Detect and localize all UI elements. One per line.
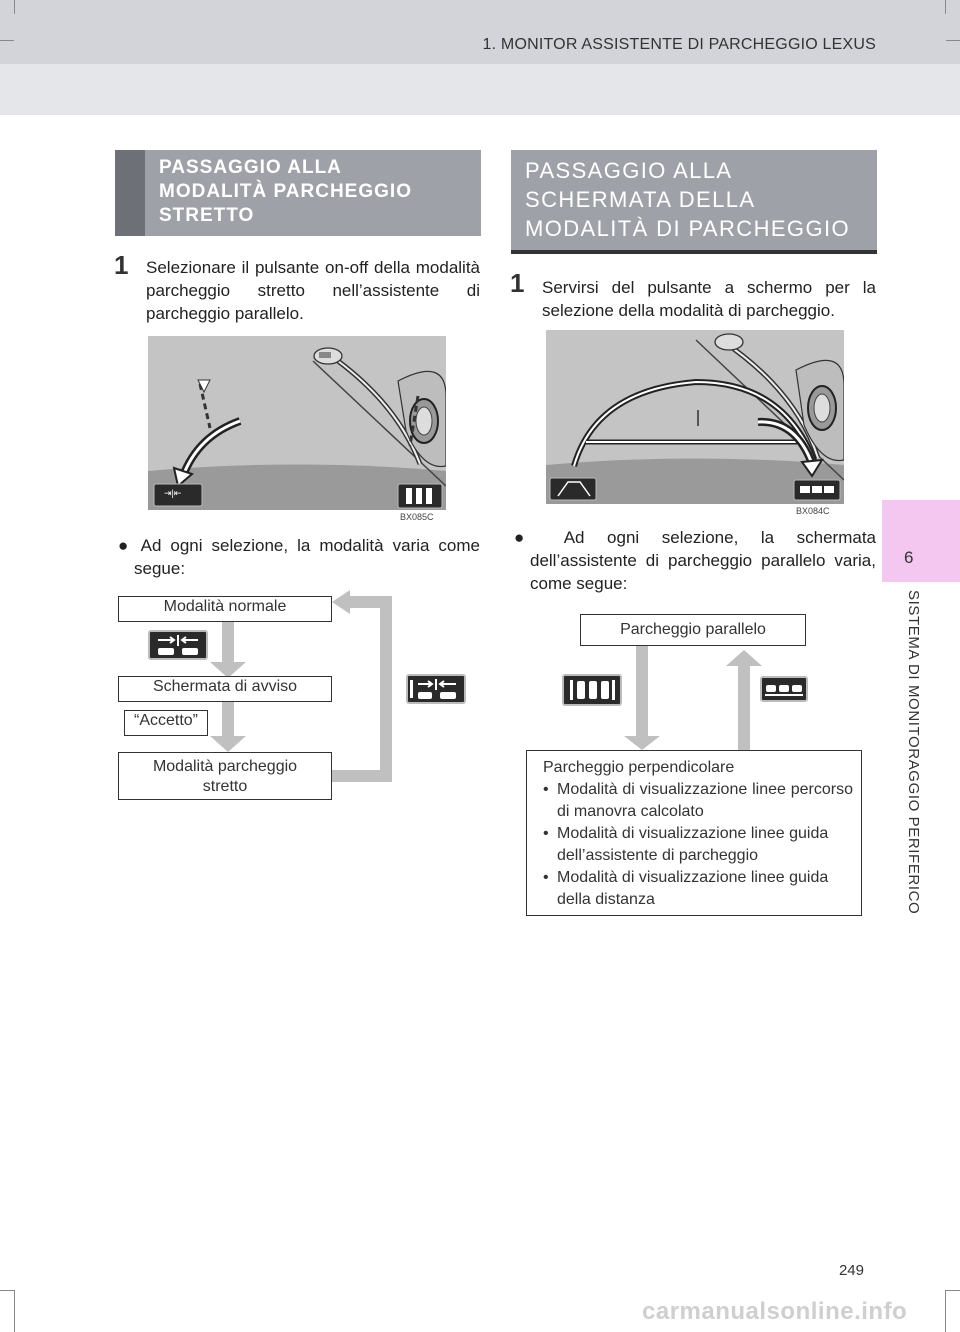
right-image-code: BX084C [796,506,830,516]
flow-box-parallel: Parcheggio parallelo [580,614,806,646]
left-heading-line-2: MODALITÀ PARCHEGGIO [159,181,412,202]
crop-mark [945,0,946,14]
perpendicular-item-3: Modalità di visualizzazione linee guida … [557,869,829,908]
right-step-text: Servirsi del pulsante a schermo per la s… [542,278,876,320]
flow-box-narrow: Modalità parcheggio stretto [118,752,332,800]
left-step-number: 1 [114,250,129,280]
flow-box-accept: “Accetto” [124,710,208,736]
perpendicular-item-2: Modalità di visualizzazione linee guida … [557,825,829,864]
narrow-parking-off-icon [148,630,208,660]
left-bullet-text: Ad ogni selezione, la modalità varia com… [134,536,480,578]
right-heading-line-3: MODALITÀ DI PARCHEGGIO [525,216,850,241]
heading-accent-bar [115,150,145,236]
parallel-parking-icon [760,676,808,702]
crop-mark [946,40,960,41]
left-heading-line-1: PASSAGGIO ALLA [159,157,342,178]
narrow-mode-screen-illustration: ⇥|⇤ BX085C [148,336,447,522]
chapter-number: 6 [904,548,914,567]
bullet-icon: ● [514,528,564,547]
chapter-tab [882,500,960,582]
parking-mode-screen-illustration: BX084C [546,330,845,516]
header-top-band [0,0,960,64]
crop-mark [0,1290,14,1291]
crop-mark [14,1290,15,1332]
narrow-parking-on-icon [406,674,466,704]
left-flow-diagram: Modalità normale Schermata di avviso “Ac… [118,590,478,810]
perpendicular-title: Parcheggio perpendicolare [543,759,735,776]
crop-mark [0,40,14,41]
right-bullet-text: Ad ogni selezione, la schermata dell’ass… [530,528,876,593]
crop-mark [946,1290,960,1291]
left-image-code: BX085C [400,512,434,522]
perpendicular-item-1: Modalità di visualizzazione linee percor… [557,781,853,820]
flow-box-normal: Modalità normale [118,596,332,622]
flow-box-warning: Schermata di avviso [118,676,332,702]
crop-mark [14,0,15,14]
right-section-heading: PASSAGGIO ALLA SCHERMATA DELLA MODALITÀ … [511,150,877,254]
watermark: carmanualsonline.info [642,1298,908,1325]
left-step-text: Selezionare il pulsante on-off della mod… [146,258,480,323]
flow-box-perpendicular: Parcheggio perpendicolare • Modalità di … [526,750,862,916]
flow-arrows-svg [210,590,392,782]
left-section-heading: PASSAGGIO ALLA MODALITÀ PARCHEGGIO STRET… [115,150,481,236]
chapter-label: SISTEMA DI MONITORAGGIO PERIFERICO [905,590,922,915]
right-heading-line-2: SCHERMATA DELLA [525,187,756,212]
perpendicular-item: • Modalità di visualizzazione linee perc… [543,779,853,823]
crop-mark [945,1290,946,1332]
header-title: 1. MONITOR ASSISTENTE DI PARCHEGGIO LEXU… [482,36,876,53]
perpendicular-parking-icon [562,674,622,706]
right-flow-diagram: Parcheggio parallelo Parcheggio perpendi… [524,614,864,916]
bullet-icon: ● [118,536,141,555]
right-step-number: 1 [510,268,525,298]
flow-narrow-line-1: Modalità parcheggio [152,758,298,775]
flow-narrow-line-2: stretto [202,778,248,795]
screen-illustration-svg: ⇥|⇤ [148,336,447,510]
heading-underline [511,250,877,254]
perpendicular-item: • Modalità di visualizzazione linee guid… [543,867,853,911]
left-heading-line-3: STRETTO [159,205,255,226]
svg-text:⇥|⇤: ⇥|⇤ [164,488,182,498]
right-heading-line-1: PASSAGGIO ALLA [525,158,733,183]
perpendicular-item: • Modalità di visualizzazione linee guid… [543,823,853,867]
page-number: 249 [838,1262,864,1279]
